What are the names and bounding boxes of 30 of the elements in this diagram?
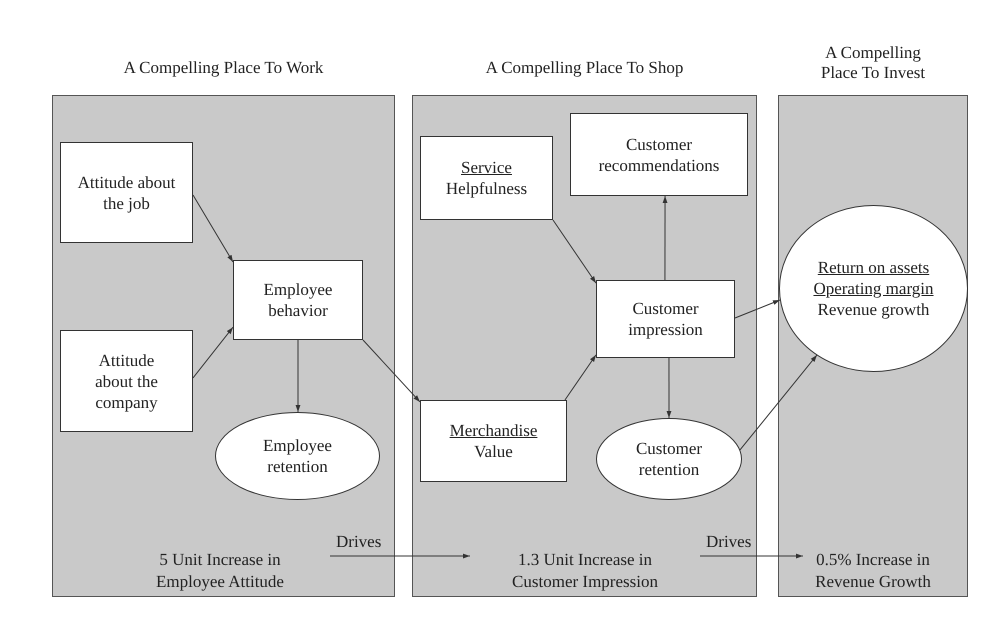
edge-label: Drives xyxy=(336,532,382,552)
arrow xyxy=(192,194,234,262)
panel-heading: A Compelling Place To Work xyxy=(124,58,324,78)
arrow xyxy=(734,300,780,318)
panel-heading: A Compelling Place To Invest xyxy=(820,42,926,82)
ellipse-node: Employee retention xyxy=(215,412,380,500)
arrow xyxy=(739,354,818,450)
ellipse-node: Return on assets Operating margin Revenue growth xyxy=(779,205,968,372)
arrow xyxy=(564,354,596,400)
flow-text: 1.3 Unit Increase in Customer Impression xyxy=(511,549,659,593)
process-box: Attitude about the job xyxy=(60,142,193,243)
flow-text: 0.5% Increase in Revenue Growth xyxy=(814,549,932,593)
flow-text: 5 Unit Increase in Employee Attitude xyxy=(155,549,285,593)
ellipse-node: Customer retention xyxy=(596,418,742,500)
arrow xyxy=(552,220,596,284)
arrow xyxy=(192,326,234,378)
panel-heading: A Compelling Place To Shop xyxy=(486,58,684,78)
process-box: Attitude about the company xyxy=(60,330,193,432)
arrow xyxy=(330,554,470,558)
process-box: Customer impression xyxy=(596,280,735,358)
arrow xyxy=(666,358,672,418)
arrow xyxy=(296,340,300,412)
edge-label: Drives xyxy=(706,532,752,552)
process-box: Customer recommendations xyxy=(570,113,748,196)
arrow xyxy=(700,554,804,558)
arrow xyxy=(362,340,420,402)
process-box: Employee behavior xyxy=(233,260,363,340)
arrow xyxy=(662,196,668,280)
process-box: Merchandise Value xyxy=(420,400,567,482)
process-box: Service Helpfulness xyxy=(420,136,553,220)
